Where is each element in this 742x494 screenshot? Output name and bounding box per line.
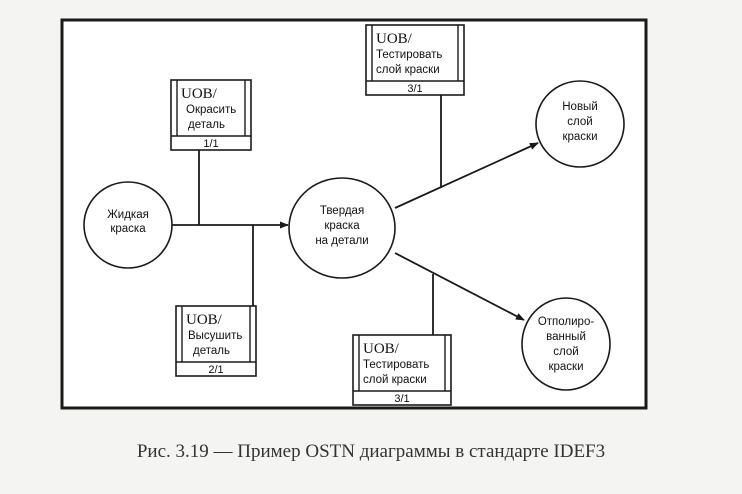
object-label: Новый [562,101,598,113]
uob-number: 3/1 [394,393,409,405]
uob-number: 1/1 [203,138,218,150]
object-label: слой [567,116,592,128]
object-label: Отполиро- [538,316,595,328]
object-label: краска [110,223,146,235]
uob-code: UOB/ [186,312,223,328]
object-new-paint-layer: Новый слой краски [535,80,625,168]
connections [170,95,539,335]
uob-label: Тестировать [376,49,442,61]
object-label: краски [562,131,597,143]
uob-label: слой краски [363,374,427,386]
figure-caption: Рис. 3.19 — Пример OSTN диаграммы в стан… [136,441,606,462]
object-polished-paint-layer: Отполиро- ванный слой краски [521,297,611,391]
link-solid-to-polished [394,252,525,321]
object-label: Твердая [320,205,364,217]
uob-label: Тестировать [363,359,429,371]
uob-box-dry: UOB/ Высушить деталь 2/1 [175,305,257,377]
uob-box-paint: UOB/ Окрасить деталь 1/1 [170,79,252,151]
object-solid-paint: Твердая краска на детали [288,177,396,279]
uob-number: 2/1 [208,364,223,376]
uob-code: UOB/ [376,31,413,47]
uob-label: Окрасить [186,104,236,116]
uob-number: 3/1 [407,83,422,95]
uob-code: UOB/ [363,341,400,357]
object-label: краски [548,361,583,373]
uob-box-test-bottom: UOB/ Тестировать слой краски 3/1 [352,334,452,406]
uob-label: деталь [193,345,230,357]
object-label: на детали [315,235,368,247]
link-solid-to-new-layer [394,142,539,209]
object-label: слой [553,346,578,358]
object-label: ванный [546,331,586,343]
uob-label: слой краски [376,64,440,76]
object-label: краска [324,220,360,232]
uob-label: деталь [188,119,225,131]
uob-box-test-top: UOB/ Тестировать слой краски 3/1 [365,24,465,96]
uob-label: Высушить [188,330,242,342]
object-label: Жидкая [107,209,149,221]
object-liquid-paint: Жидкая краска [83,181,173,269]
uob-code: UOB/ [181,86,218,102]
